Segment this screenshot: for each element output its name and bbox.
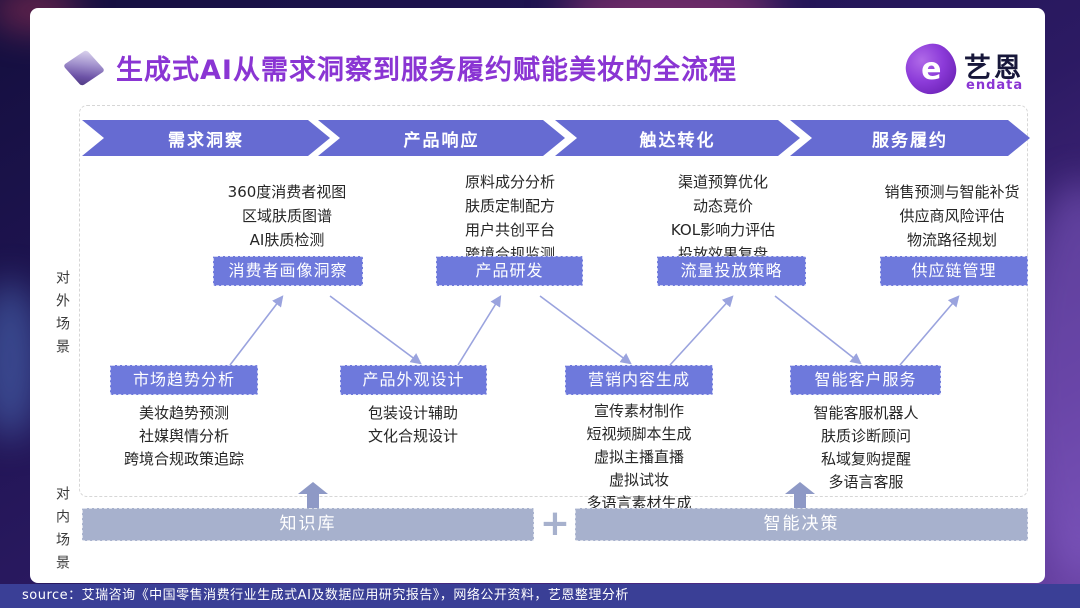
- list-item: 区域肤质图谱: [241, 207, 332, 225]
- capability-box-product-rd: 产品研发: [436, 256, 583, 286]
- list-item: 肤质诊断顾问: [820, 427, 911, 445]
- list-item: 肤质定制配方: [464, 197, 555, 215]
- list-item: 美妆趋势预测: [138, 404, 229, 422]
- internal-box-marketing-content: 营销内容生成: [565, 365, 713, 395]
- list-item: 私域复购提醒: [820, 450, 911, 468]
- list-item: 短视频脚本生成: [586, 425, 692, 443]
- source-note: source：艾瑞咨询《中国零售消费行业生成式AI及数据应用研究报告》，网络公开…: [0, 584, 1080, 608]
- list-item: 包装设计辅助: [367, 404, 458, 422]
- stage-banner-reach-conversion: 触达转化: [555, 120, 800, 156]
- list-item: 原料成分分析: [464, 173, 555, 191]
- internal-box-product-design: 产品外观设计: [340, 365, 487, 395]
- slide-card: 生成式AI从需求洞察到服务履约赋能美妆的全流程 e 艺恩 endata 对外场景…: [30, 8, 1045, 583]
- list-item: 多语言素材生成: [586, 494, 692, 512]
- internal-scenario-label: 对内场景: [54, 486, 70, 578]
- list-item: 智能客服机器人: [813, 404, 919, 422]
- external-items-stage1: 360度消费者视图 区域肤质图谱 AI肤质检测: [172, 180, 402, 252]
- list-item: 用户共创平台: [464, 221, 555, 239]
- internal-items-stage2: 包装设计辅助 文化合规设计: [298, 402, 528, 448]
- external-items-stage3: 渠道预算优化 动态竞价 KOL影响力评估 投放效果复盘: [608, 170, 838, 266]
- logo-name: 艺恩: [964, 53, 1024, 84]
- list-item: 渠道预算优化: [677, 173, 768, 191]
- capability-box-traffic-strategy: 流量投放策略: [657, 256, 806, 286]
- logo-letter: e: [920, 51, 942, 87]
- list-item: 文化合规设计: [367, 427, 458, 445]
- internal-box-smart-service: 智能客户服务: [790, 365, 941, 395]
- internal-items-stage1: 美妆趋势预测 社媒舆情分析 跨境合规政策追踪: [69, 402, 299, 471]
- list-item: 虚拟试妆: [608, 471, 669, 489]
- list-item: AI肤质检测: [249, 231, 325, 249]
- page-title: 生成式AI从需求洞察到服务履约赋能美妆的全流程: [116, 55, 737, 86]
- stage-banner-product-response: 产品响应: [318, 120, 565, 156]
- stage-banner-service-fulfillment: 服务履约: [790, 120, 1030, 156]
- external-items-stage2: 原料成分分析 肤质定制配方 用户共创平台 跨境合规监测: [395, 170, 625, 266]
- list-item: 多语言客服: [828, 473, 904, 491]
- endata-logo-icon: e: [902, 40, 960, 98]
- logo-subname: endata: [966, 78, 1024, 93]
- internal-items-stage4: 智能客服机器人 肤质诊断顾问 私域复购提醒 多语言客服: [751, 402, 981, 494]
- list-item: 虚拟主播直播: [593, 448, 684, 466]
- list-item: 跨境合规政策追踪: [123, 450, 244, 468]
- capability-box-consumer-insight: 消费者画像洞察: [213, 256, 363, 286]
- foundation-bar-knowledge-base: 知识库: [82, 508, 534, 541]
- foundation-bar-smart-decision: 智能决策: [575, 508, 1028, 541]
- list-item: 社媒舆情分析: [138, 427, 229, 445]
- plus-icon: +: [539, 503, 571, 544]
- list-item: 供应商风险评估: [899, 207, 1005, 225]
- list-item: 销售预测与智能补货: [884, 183, 1020, 201]
- stage-banner-demand-insight: 需求洞察: [82, 120, 330, 156]
- external-scenario-label: 对外场景: [54, 270, 70, 362]
- list-item: 物流路径规划: [906, 231, 997, 249]
- capability-box-supply-chain: 供应链管理: [880, 256, 1028, 286]
- list-item: 宣传素材制作: [593, 402, 684, 420]
- list-item: 动态竞价: [692, 197, 753, 215]
- title-diamond-icon: [62, 49, 106, 87]
- internal-box-market-trend: 市场趋势分析: [110, 365, 258, 395]
- list-item: 360度消费者视图: [227, 183, 347, 201]
- endata-logo: e 艺恩 endata: [902, 40, 1036, 98]
- internal-items-stage3: 宣传素材制作 短视频脚本生成 虚拟主播直播 虚拟试妆 多语言素材生成: [524, 400, 754, 515]
- list-item: KOL影响力评估: [670, 221, 776, 239]
- external-scenario-frame: [79, 105, 1028, 497]
- external-items-stage4: 销售预测与智能补货 供应商风险评估 物流路径规划: [837, 180, 1067, 252]
